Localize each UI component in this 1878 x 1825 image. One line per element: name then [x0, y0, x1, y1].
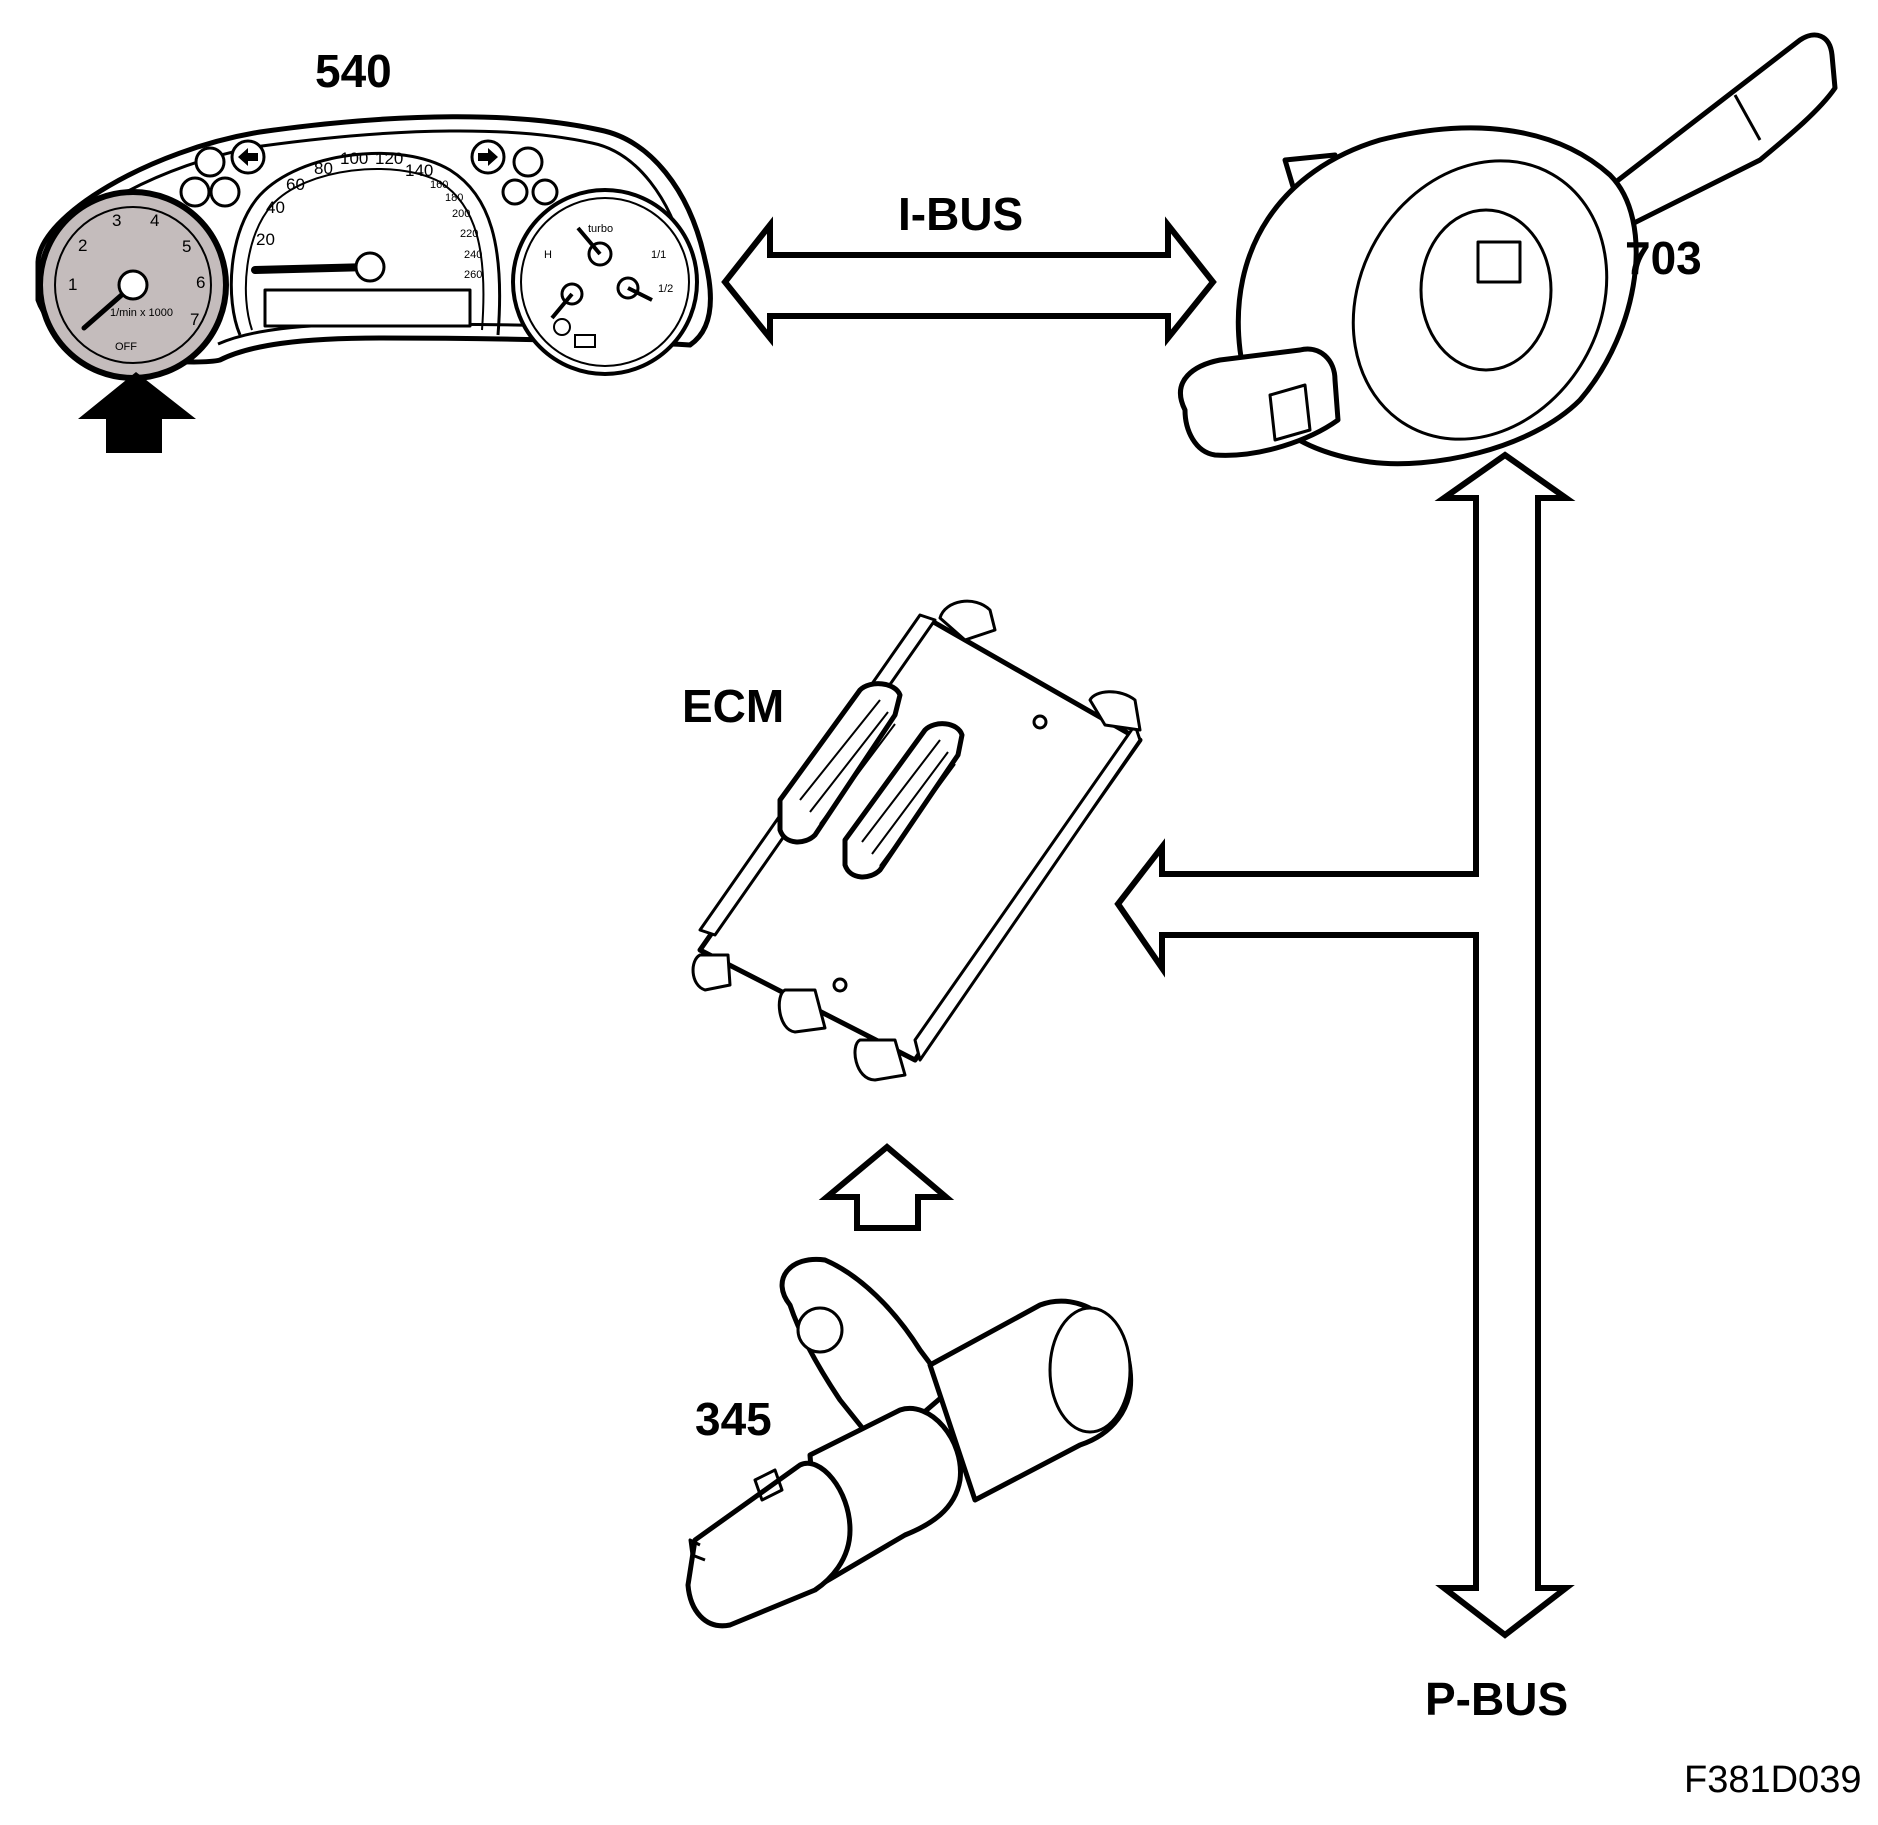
warning-lamps-left [179, 139, 266, 208]
tachometer: 1 2 3 4 5 6 7 1/min x 1000 OFF [37, 189, 229, 381]
temp-mark-h: H [544, 249, 552, 261]
speed-tick-80: 80 [314, 159, 333, 178]
tach-off-text: OFF [115, 341, 137, 353]
battery-icon [574, 334, 596, 348]
speed-tick-20: 20 [256, 230, 275, 249]
black-up-arrow [78, 372, 196, 453]
fuel-mark-full: 1/1 [651, 249, 666, 261]
tach-tick-6: 6 [196, 273, 205, 292]
tire-pressure-icon [553, 318, 571, 336]
steering-module [1177, 32, 1838, 467]
tach-tick-2: 2 [78, 236, 87, 255]
speed-tick-220: 220 [460, 228, 478, 240]
label-345: 345 [695, 1393, 772, 1445]
speed-tick-200: 200 [452, 208, 470, 220]
tach-unit: 1/min x 1000 [110, 307, 173, 319]
speed-tick-180: 180 [445, 192, 463, 204]
speedometer: 20 40 60 80 100 120 140 160 180 200 220 … [229, 149, 502, 336]
label-703: 703 [1625, 232, 1702, 284]
speed-tick-40: 40 [266, 198, 285, 217]
figure-code: F381D039 [1684, 1759, 1861, 1801]
tach-tick-4: 4 [150, 211, 159, 230]
p-bus-arrow [1114, 451, 1576, 1639]
speed-tick-100: 100 [340, 149, 368, 168]
label-p-bus: P-BUS [1425, 1673, 1568, 1725]
label-i-bus: I-BUS [898, 188, 1023, 240]
speed-tick-140: 140 [405, 161, 433, 180]
tach-tick-5: 5 [182, 237, 191, 256]
label-ecm: ECM [682, 680, 784, 732]
instrument-cluster: 1 2 3 4 5 6 7 1/min x 1000 OFF 20 40 60 … [35, 114, 713, 381]
speed-tick-60: 60 [286, 175, 305, 194]
tach-tick-1: 1 [68, 275, 77, 294]
left-turn-icon [238, 148, 258, 166]
turbo-label: turbo [588, 223, 613, 235]
crankshaft-sensor [685, 1256, 1134, 1629]
label-540: 540 [315, 45, 392, 97]
speed-tick-120: 120 [375, 149, 403, 168]
speed-tick-160: 160 [430, 179, 448, 191]
ecm-unit [691, 599, 1143, 1082]
speedometer-scale: 20 40 60 80 100 120 140 160 180 200 220 … [256, 149, 482, 281]
speed-tick-260: 260 [464, 269, 482, 281]
i-bus-arrow [721, 216, 1217, 347]
speed-tick-240: 240 [464, 249, 482, 261]
hollow-up-arrow [818, 1143, 955, 1231]
fuel-mark-half: 1/2 [658, 283, 673, 295]
turbo-gauge: turbo H 1/1 1/2 [511, 188, 699, 376]
speed-needle [251, 263, 374, 274]
tach-tick-3: 3 [112, 211, 121, 230]
right-turn-icon [478, 148, 498, 166]
warning-lamps-right [470, 139, 559, 206]
tach-tick-7: 7 [190, 310, 199, 329]
